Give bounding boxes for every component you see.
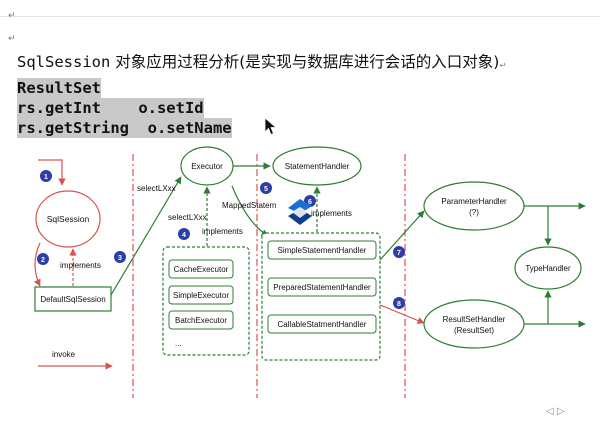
to-parameterhandler-arrow [379,210,425,261]
prepared-statement-handler-label: PreparedStatementHandler [273,283,371,292]
to-resultsethandler-arrow [379,304,425,324]
implements-label-1: implements [60,261,101,270]
executor-label: Executor [191,162,223,171]
paragraph-mark-icon: ↵ [8,34,16,44]
type-handler-node [514,246,582,290]
mouse-cursor-icon [264,117,278,136]
default-sqlsession-label: DefaultSqlSession [40,295,105,304]
selectl-label-1: selectLXxx [137,184,176,193]
svg-text:4: 4 [182,232,186,239]
sqlsession-to-default-arrow [33,242,41,287]
step-badge-5: 5 [260,182,272,194]
cache-executor-node [168,259,234,279]
callable-statement-handler-label: CallableStatmentHandler [278,320,367,329]
resultset-to-typehandler-arrow [524,290,552,325]
implements-label-3: implements [311,209,352,218]
top-rule [0,16,600,17]
step-badge-8: 8 [393,297,405,309]
svg-text:2: 2 [41,257,45,264]
entry-arrow [38,159,66,186]
sqlsession-flow-diagram: SqlSession DefaultSqlSession implements … [33,146,586,398]
page-nav-controls: ◁ ▷ [546,406,565,417]
step-badge-7: 7 [393,246,405,258]
parameter-handler-sub: (?) [469,208,479,217]
cache-executor-label: CacheExecutor [174,265,229,274]
parameter-handler-label: ParameterHandler [441,197,507,206]
step-badge-4: 4 [178,228,190,240]
code-line-3: rs.getString o.setName [17,118,232,138]
callable-statement-handler-node [267,314,377,334]
next-page-icon[interactable]: ▷ [556,406,565,417]
svg-text:8: 8 [397,301,401,308]
svg-text:7: 7 [397,250,401,257]
svg-text:5: 5 [264,186,268,193]
statement-handler-node [272,146,362,186]
step-badge-2: 2 [37,253,49,265]
simple-statement-handler-label: SimpleStatementHandler [278,246,367,255]
simple-executor-node [168,285,234,305]
previous-page-icon[interactable]: ◁ [546,406,554,417]
statement-handler-label: StatementHandler [285,162,350,171]
resultset-handler-label: ResultSetHandler [443,315,506,324]
logo-watermark-icon [288,199,312,225]
svg-text:1: 1 [44,174,48,181]
heading-prefix: SqlSession [17,53,111,71]
parameter-handler-node [423,181,525,231]
mapped-statement-label: MappedStatem [222,201,277,210]
default-sqlsession-node [34,286,112,312]
batch-executor-label: BatchExecutor [175,316,227,325]
simple-executor-label: SimpleExecutor [173,291,229,300]
parameter-to-typehandler-arrow [524,205,552,246]
resultset-handler-sub: (ResultSet) [454,326,494,335]
sqlsession-node [35,190,101,248]
paragraph-mark-icon: ↵ [499,59,506,70]
page-heading: SqlSession 对象应用过程分析(是实现与数据库进行会话的入口对象)↵ [17,50,505,72]
invoke-label: invoke [52,350,76,359]
paragraph-mark-icon: ↵ [8,11,16,21]
step-badge-3: 3 [114,251,126,263]
prepared-statement-handler-node [267,277,377,297]
heading-rest: 对象应用过程分析(是实现与数据库进行会话的入口对象) [110,53,500,71]
svg-text:6: 6 [308,199,312,206]
default-to-executor-arrow [110,176,182,296]
code-line-1: ResultSet [17,78,101,98]
executor-ellipsis: ... [175,339,182,348]
sqlsession-label: SqlSession [47,214,90,224]
batch-executor-node [168,310,234,330]
type-handler-label: TypeHandler [525,264,571,273]
svg-text:3: 3 [118,255,122,262]
step-badge-1: 1 [40,170,52,182]
selectl-label-2: selectLXxx [168,213,207,222]
simple-statement-handler-node [267,240,377,260]
code-line-2: rs.getInt o.setId [17,98,204,118]
resultset-handler-node [423,299,525,349]
implements-label-2: implements [202,227,243,236]
